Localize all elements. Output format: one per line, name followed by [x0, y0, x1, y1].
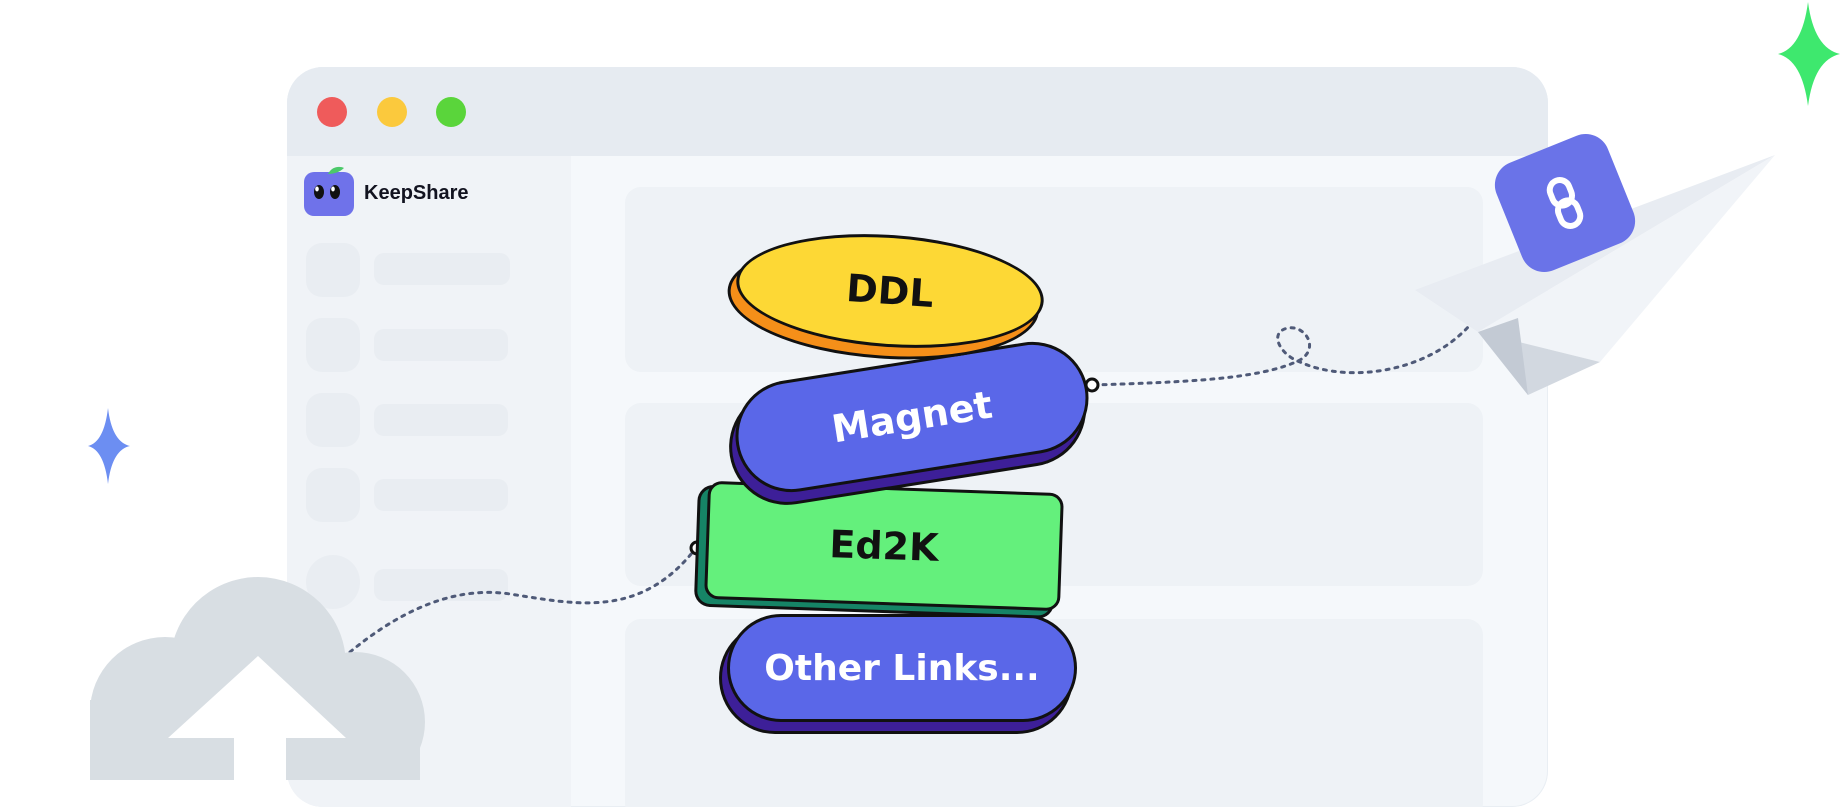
sparkle-icon: [1778, 2, 1840, 106]
sidebar-item-label-placeholder: [374, 329, 508, 361]
link-chain-icon: [1487, 126, 1643, 280]
sidebar-item-icon-placeholder: [306, 393, 360, 447]
close-window-button[interactable]: [317, 97, 347, 127]
sidebar-item-label-placeholder: [374, 569, 508, 601]
decoration-layer: [88, 2, 1840, 780]
dotted-connector: [348, 546, 698, 654]
cloud-upload-icon: [90, 577, 425, 780]
minimize-window-button[interactable]: [377, 97, 407, 127]
sidebar-item-icon-placeholder: [306, 243, 360, 297]
sidebar-item-label-placeholder: [374, 404, 508, 436]
sidebar-item-label-placeholder: [374, 479, 508, 511]
other-links-tag: Other Links...: [727, 614, 1077, 722]
sidebar-item-label-placeholder: [374, 253, 510, 285]
app-window: [287, 67, 1548, 807]
dotted-connector: [1092, 310, 1482, 387]
keepshare-logo-icon: [304, 166, 354, 216]
sidebar-item-icon-placeholder: [306, 318, 360, 372]
brand-name: KeepShare: [364, 182, 469, 204]
ed2k-tag: Ed2K: [704, 480, 1064, 612]
window-titlebar: [287, 67, 1548, 156]
sidebar-item-icon-placeholder: [306, 468, 360, 522]
maximize-window-button[interactable]: [436, 97, 466, 127]
sparkle-icon: [88, 408, 130, 484]
connector-knob: [689, 540, 705, 556]
